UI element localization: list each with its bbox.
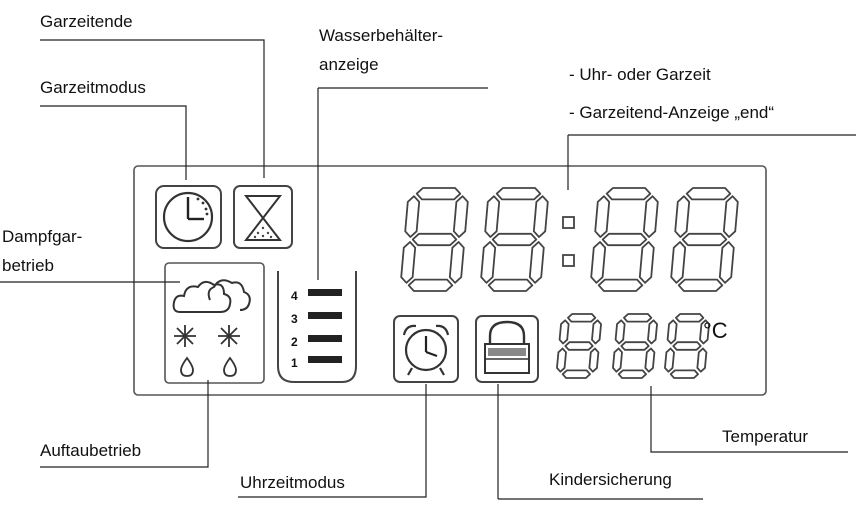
level-1: 1 (291, 356, 298, 370)
label-kindersicherung: Kindersicherung (549, 470, 672, 489)
padlock-icon (475, 315, 539, 383)
time-digit-2 (480, 187, 549, 292)
label-dampfgar-2: betrieb (2, 256, 54, 275)
level-2: 2 (291, 335, 298, 349)
label-wasserbehaelter-2: anzeige (319, 55, 379, 74)
mode-group-frame (164, 262, 265, 384)
temp-digits (556, 313, 710, 379)
temp-digit-1 (556, 313, 602, 379)
time-digit-4 (670, 187, 739, 292)
steam-cloud-icon (172, 279, 251, 313)
time-digits (400, 187, 739, 292)
label-garzeitend-anzeige: - Garzeitend-Anzeige „end“ (569, 103, 775, 122)
time-colon (562, 216, 575, 267)
snowflake-icon (174, 325, 240, 347)
label-auftaubetrieb: Auftaubetrieb (40, 441, 142, 460)
label-garzeitmodus: Garzeitmodus (40, 78, 146, 97)
label-wasserbehaelter-1: Wasserbehälter- (319, 26, 444, 45)
temp-digit-2 (612, 313, 658, 379)
clock-icon (155, 185, 222, 249)
time-digit-1 (400, 187, 469, 292)
time-digit-3 (590, 187, 659, 292)
water-level-bars (308, 289, 342, 363)
level-3: 3 (291, 312, 298, 326)
alarm-clock-icon (393, 315, 459, 383)
temp-digit-3 (664, 313, 710, 379)
label-garzeitende: Garzeitende (40, 12, 133, 31)
water-drop-icon (180, 356, 237, 377)
label-uhrzeitmodus: Uhrzeitmodus (240, 473, 345, 492)
water-level-numbers: 4 3 2 1 (291, 289, 298, 370)
level-4: 4 (291, 289, 298, 303)
label-uhr-oder-garzeit: - Uhr- oder Garzeit (569, 65, 711, 84)
water-tank-frame (277, 271, 357, 383)
leader-lines (0, 39, 856, 500)
temp-unit: °C (703, 318, 728, 343)
label-dampfgar-1: Dampfgar- (2, 227, 83, 246)
label-temperatur: Temperatur (722, 427, 808, 446)
hourglass-icon (233, 185, 293, 249)
